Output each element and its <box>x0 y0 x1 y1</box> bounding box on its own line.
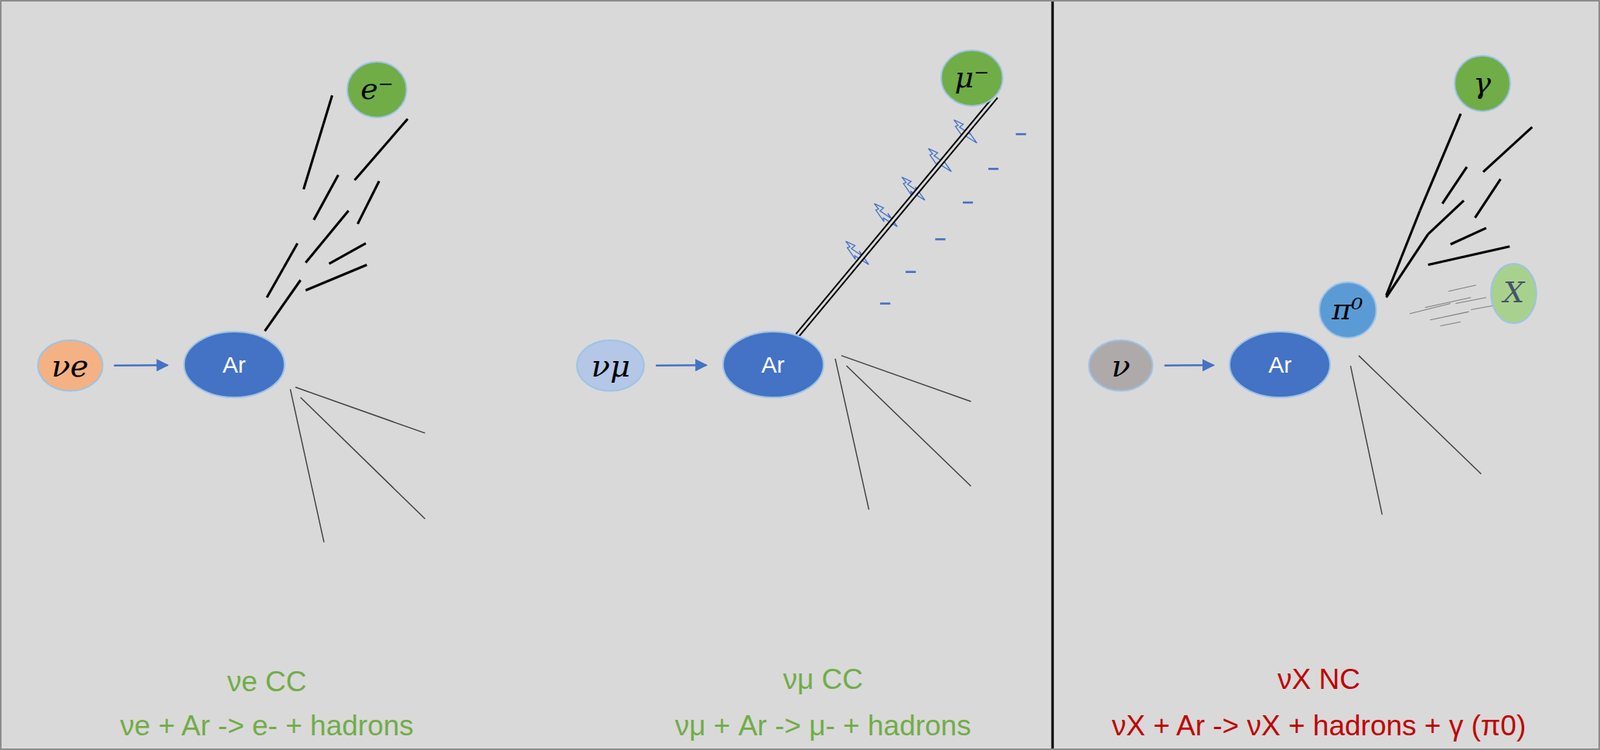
shower-line <box>305 211 348 263</box>
node-text: π⁰ <box>1331 293 1363 327</box>
node-text: e⁻ <box>360 73 394 106</box>
node-ellipse <box>941 50 1003 106</box>
node-ellipse <box>1319 282 1377 338</box>
ionization-charge <box>880 302 891 305</box>
ionization-charge <box>1016 133 1027 136</box>
hadron-track <box>835 358 870 510</box>
shower-line <box>313 174 339 220</box>
shower-line <box>358 180 380 224</box>
shower-line <box>264 279 301 331</box>
missing-particle: X <box>1490 262 1538 325</box>
argon-nucleus: Ar <box>183 330 286 399</box>
shower-line <box>1474 179 1501 219</box>
shower-line <box>1428 246 1511 266</box>
shower-line <box>1483 126 1532 172</box>
invisible-track <box>1470 305 1494 310</box>
hadron-track <box>300 397 426 519</box>
shower-line <box>1450 228 1487 245</box>
node-ellipse <box>723 331 824 398</box>
node-text: Ar <box>1268 351 1292 378</box>
node-text: νe <box>51 348 89 383</box>
invisible-track <box>1455 297 1487 304</box>
shower-line <box>1428 200 1464 235</box>
node-text: X <box>1503 276 1525 310</box>
arrow-line <box>113 364 168 367</box>
reaction-label: νX NC <box>1277 664 1361 696</box>
node-ellipse <box>37 340 103 392</box>
reaction-label: νμ CC <box>782 664 864 696</box>
invisible-track <box>1425 297 1471 308</box>
ionization-charge <box>934 238 945 241</box>
track-outer <box>797 96 997 336</box>
panel-divider <box>1051 1 1055 750</box>
electron-circle: e⁻ <box>346 61 408 119</box>
muon-circle: μ⁻ <box>940 49 1004 107</box>
argon-nucleus: Ar <box>1228 330 1331 399</box>
beam-arrow <box>655 365 707 366</box>
shower-line <box>303 95 333 189</box>
node-ellipse <box>1229 331 1331 398</box>
shower-line <box>1386 234 1429 298</box>
arrow-line <box>1164 364 1215 367</box>
reaction-label: νX + Ar -> νX + hadrons + γ (π0) <box>1112 710 1527 743</box>
illustration-group <box>264 1 1532 750</box>
reaction-label: νμ + Ar -> μ- + hadrons <box>675 710 972 743</box>
reaction-label: νe + Ar -> e- + hadrons <box>119 710 413 743</box>
node-text: μ⁻ <box>954 61 990 95</box>
invisible-track <box>1448 285 1477 292</box>
beam-arrow <box>1164 365 1215 366</box>
muon-track <box>797 96 997 336</box>
node-text: Ar <box>761 351 785 378</box>
node-ellipse <box>576 340 645 392</box>
track-inner <box>797 96 997 336</box>
node-text: νμ <box>591 348 631 383</box>
node-ellipse <box>1454 55 1511 112</box>
node-ellipse <box>1490 263 1537 324</box>
reaction-label: νe CC <box>227 666 308 699</box>
argon-nucleus: Ar <box>722 330 825 399</box>
invisible-track <box>1440 321 1461 326</box>
pion-circle: π⁰ <box>1318 281 1378 339</box>
photon-circle: γ <box>1453 54 1512 113</box>
neutrino-circle: ν <box>1088 339 1154 393</box>
node-text: Ar <box>222 351 246 378</box>
hadron-track <box>1358 355 1481 475</box>
node-ellipse <box>1088 340 1153 392</box>
shower-line <box>305 264 367 290</box>
shower-line <box>1442 167 1467 205</box>
hadron-track <box>1350 365 1382 516</box>
ionization-charge <box>962 201 973 205</box>
invisible-track <box>1409 303 1451 314</box>
beam-arrow <box>113 365 168 366</box>
ionization-charge <box>905 270 916 273</box>
shower-line <box>354 119 409 181</box>
invisible-track <box>1429 311 1469 321</box>
hadron-track <box>846 365 972 487</box>
neutrino-circle: νμ <box>576 339 645 393</box>
hadron-track <box>295 387 426 434</box>
neutrino-circle: νe <box>37 339 104 393</box>
node-text: ν <box>1111 348 1130 383</box>
node-ellipse <box>184 331 285 398</box>
node-ellipse <box>347 61 407 118</box>
ionization-charge <box>988 167 999 171</box>
shower-line <box>1419 113 1461 211</box>
shower-line <box>329 243 367 264</box>
node-text: γ <box>1473 67 1491 100</box>
hadron-track <box>289 388 325 543</box>
arrow-line <box>655 364 707 367</box>
hadron-track <box>841 355 972 402</box>
